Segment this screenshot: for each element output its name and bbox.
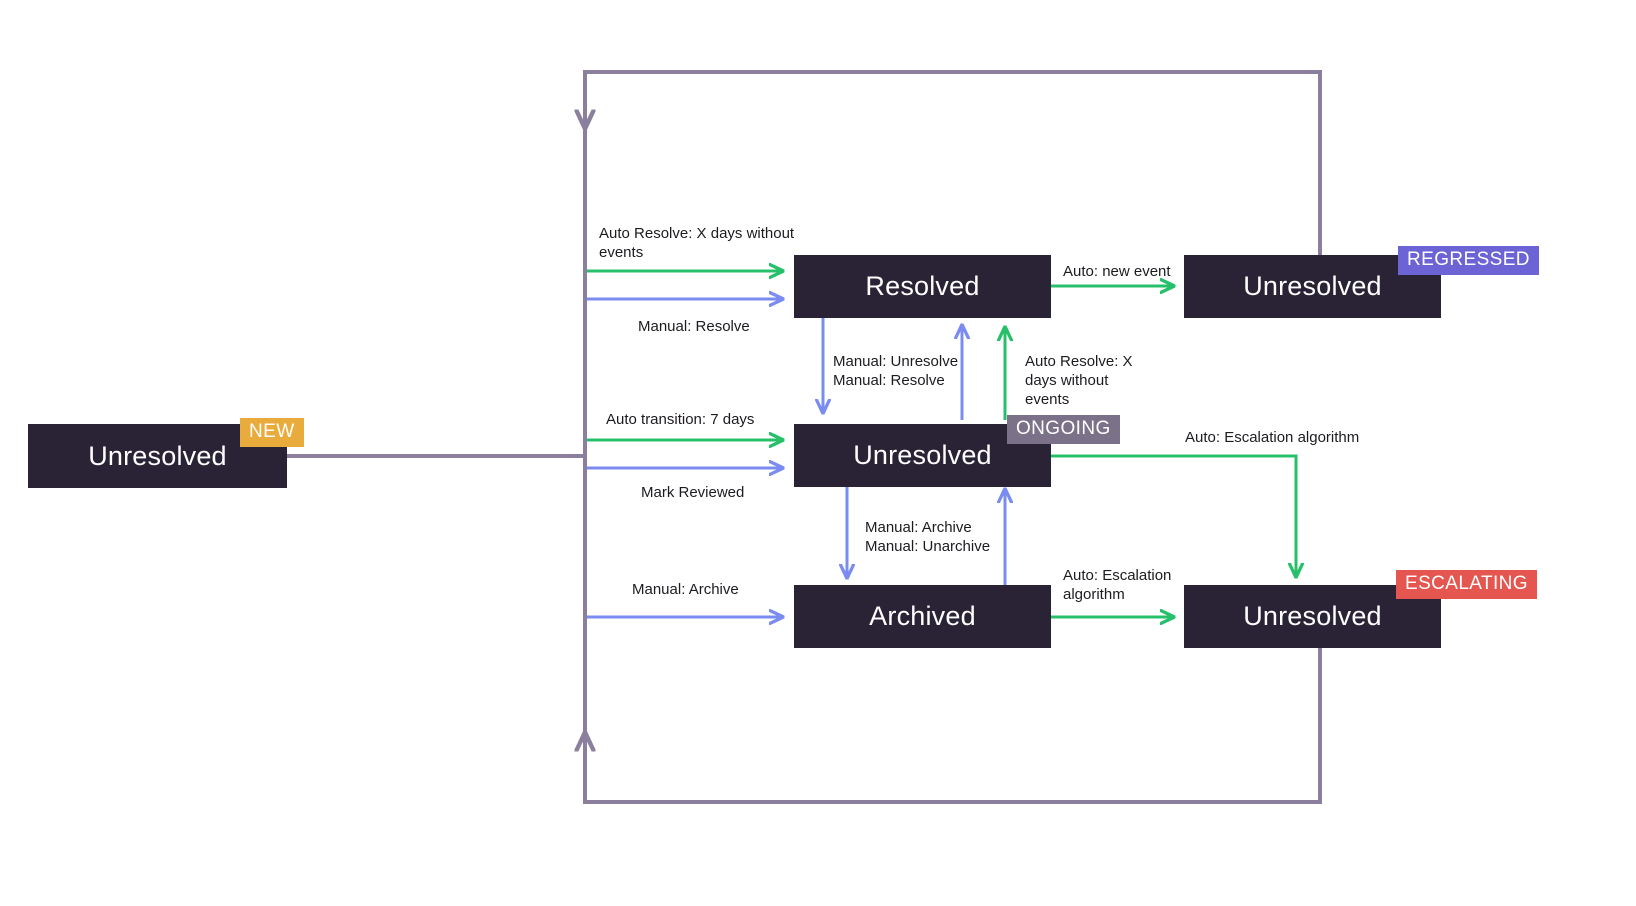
state-label: Unresolved <box>1243 271 1382 301</box>
edge-label-auto-escalation-bottom: Auto: Escalation algorithm <box>1063 567 1172 604</box>
edge-label-manual-archive-unarchive: Manual: Archive Manual: Unarchive <box>865 519 991 556</box>
badge-new: NEW <box>240 418 304 447</box>
state-node-archived[interactable]: Archived <box>794 585 1051 648</box>
edge-frame-top-bus <box>583 70 1322 456</box>
badge-ongoing: ONGOING <box>1007 415 1120 444</box>
state-node-resolved[interactable]: Resolved <box>794 255 1051 318</box>
edge-label-manual-resolve: Manual: Resolve <box>638 318 750 335</box>
edge-frame-bottom-bus <box>583 456 1322 804</box>
state-label: Unresolved <box>853 440 992 470</box>
edge-label-auto-new-event: Auto: new event <box>1063 263 1171 280</box>
edge-label-auto-resolve-x-days: Auto Resolve: X days without events <box>599 225 795 262</box>
state-label: Archived <box>869 601 976 631</box>
badge-regressed: REGRESSED <box>1398 246 1539 275</box>
edge-label-auto-escalation-top: Auto: Escalation algorithm <box>1185 429 1360 446</box>
edge-label-auto-resolve-x-days-up: Auto Resolve: X days without events <box>1025 353 1133 409</box>
badge-label: REGRESSED <box>1407 249 1530 270</box>
badge-label: ONGOING <box>1016 418 1111 439</box>
state-label: Unresolved <box>1243 601 1382 631</box>
edge-label-manual-unresolve-resolve: Manual: Unresolve Manual: Resolve <box>833 353 959 390</box>
state-label: Resolved <box>865 271 980 301</box>
edge-label-mark-reviewed: Mark Reviewed <box>641 484 745 501</box>
edge-label-auto-transition-7-days: Auto transition: 7 days <box>606 411 755 428</box>
edge-auto-escalation-top <box>1051 454 1296 577</box>
badge-escalating: ESCALATING <box>1396 570 1537 599</box>
state-label: Unresolved <box>88 440 227 471</box>
badge-label: ESCALATING <box>1405 573 1528 594</box>
badge-label: NEW <box>249 421 295 442</box>
edge-label-manual-archive: Manual: Archive <box>632 581 739 598</box>
